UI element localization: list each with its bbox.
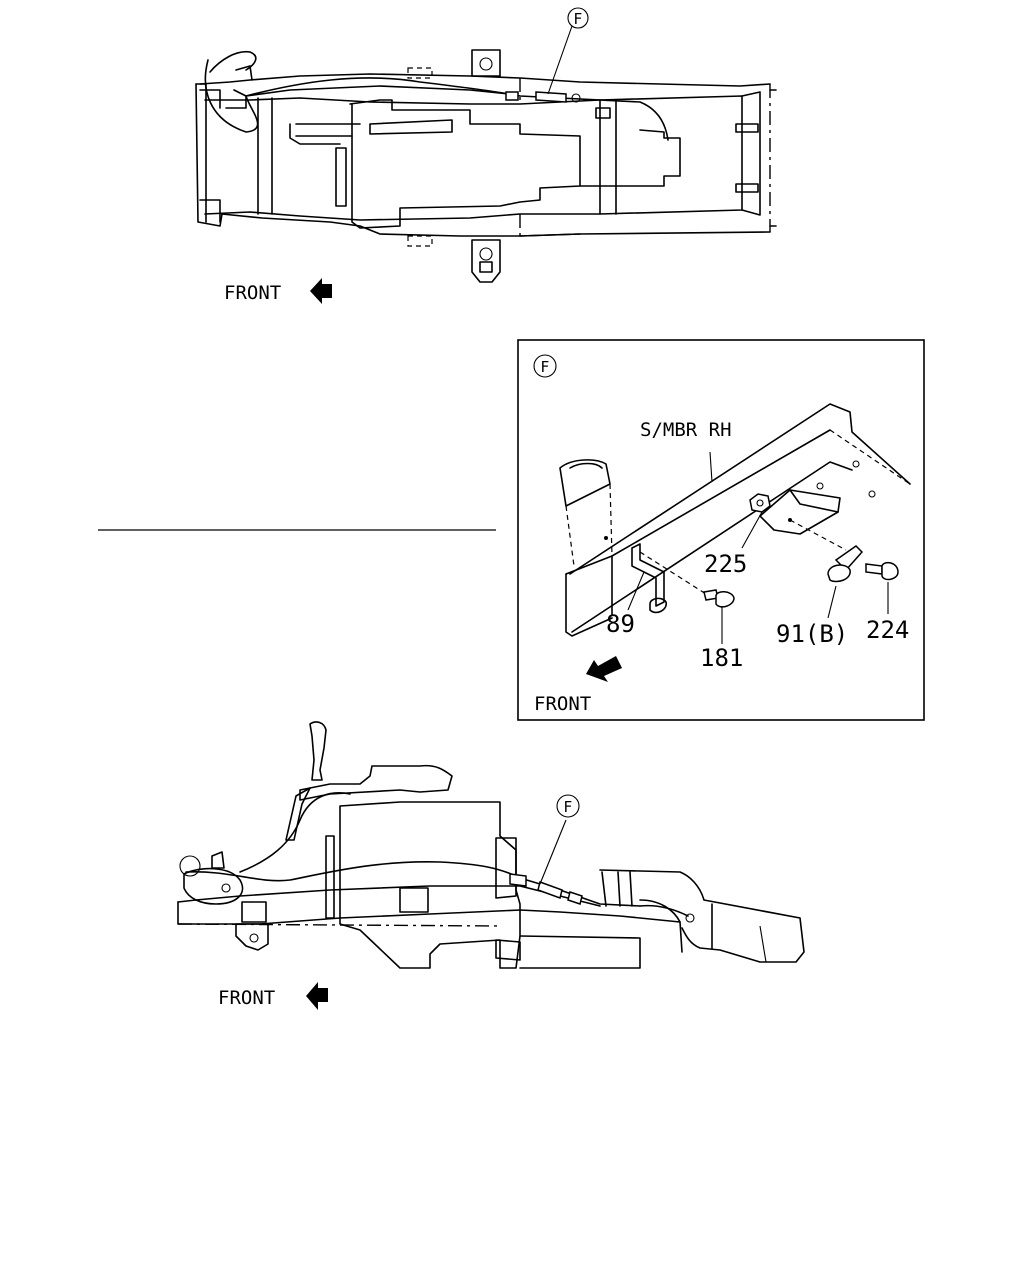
side-callout-letter: F <box>564 798 573 816</box>
front-label: FRONT <box>224 282 281 304</box>
part-181-label: 181 <box>700 644 743 672</box>
top-view-callout: F <box>567 7 589 29</box>
front-arrow-icon <box>310 278 332 304</box>
callout-letter: F <box>574 10 583 28</box>
part-225-label: 225 <box>704 550 747 578</box>
side-front-label: FRONT <box>218 987 275 1009</box>
part-91b-label: 91(B) <box>776 620 848 648</box>
part-89-label: 89 <box>606 610 635 638</box>
side-view-chassis <box>177 721 805 969</box>
detail-front-arrow-icon <box>586 656 622 682</box>
detail-callout-letter: F <box>541 358 550 376</box>
detail-frame <box>517 339 925 721</box>
side-view-callout: F <box>556 794 580 818</box>
top-view-chassis <box>195 25 777 283</box>
side-front-arrow-icon <box>306 982 328 1010</box>
part-224-label: 224 <box>866 616 909 644</box>
detail-view-f: F <box>517 339 925 721</box>
detail-front-label: FRONT <box>534 693 591 715</box>
member-label: S/MBR RH <box>640 419 732 441</box>
